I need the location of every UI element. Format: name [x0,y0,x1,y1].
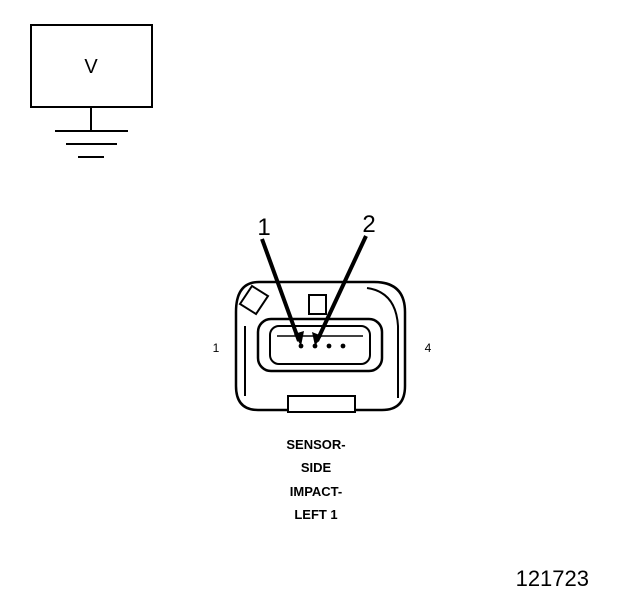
voltmeter-box [30,24,153,108]
top-key [308,294,327,315]
connector-name-line-3: IMPACT- [290,484,342,499]
voltmeter-letter: V [84,56,98,78]
figure-id: 121723 [516,566,589,591]
pin-label-left: 1 [213,341,220,355]
terminal-cavity-3 [326,343,332,349]
callout-label-1: 1 [257,214,270,241]
latch-tab-left [238,284,270,316]
callout-arrowhead-1 [294,331,304,346]
callout-arrowhead-2 [312,332,322,346]
latch-right [366,287,399,398]
connector-name-line-4: LEFT 1 [294,507,337,522]
bottom-key [287,395,356,413]
callout-label-2: 2 [362,211,375,238]
connector-face [234,280,407,413]
connector-name-line-1: SENSOR- [286,437,345,452]
connector-name-line-2: SIDE [301,460,332,475]
terminal-cavity-4 [340,343,346,349]
pin-label-right: 4 [425,341,432,355]
callout-leader-2 [315,235,368,342]
voltmeter-symbol: V [30,24,153,158]
callout-leader-1 [260,238,301,342]
